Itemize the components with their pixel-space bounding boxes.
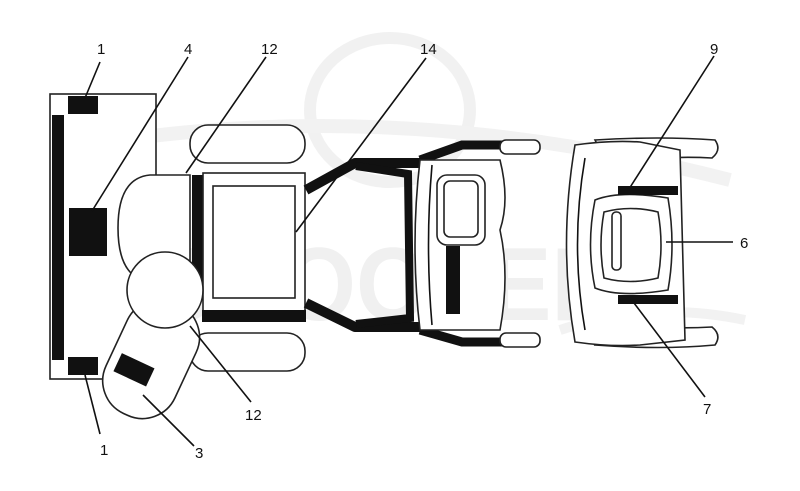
frame-end-top: [499, 139, 541, 155]
callout-14: 14: [420, 41, 437, 58]
callouts: 1 4 12 14 9 6 7 12 1 3: [97, 41, 748, 462]
swing-marker: [113, 353, 155, 387]
rear-wheel-bottom: [189, 332, 306, 372]
marker-bottom: [68, 357, 98, 375]
callout-1-bottom: 1: [100, 442, 108, 459]
deck-bottom-band: [202, 310, 306, 322]
deck-inner: [212, 185, 296, 299]
callout-12-bottom: 12: [245, 407, 262, 424]
swing-module: [101, 298, 201, 420]
dash-panel-inner: [443, 180, 479, 238]
callout-12-top: 12: [261, 41, 278, 58]
fairing-inner-contour: [576, 157, 586, 331]
lens-slot: [611, 211, 622, 271]
callout-1-top: 1: [97, 41, 105, 58]
frame-end-bottom: [499, 332, 541, 348]
bumper-edge-strip: [52, 115, 64, 360]
watermark-ring: [304, 32, 476, 188]
callout-4: 4: [184, 41, 192, 58]
callout-9: 9: [710, 41, 718, 58]
display-strip: [446, 246, 460, 314]
front-fairing: [565, 137, 719, 349]
lens: [600, 207, 662, 283]
front-body-rib: [427, 164, 433, 326]
rear-marker: [69, 208, 107, 256]
pivot-disc: [126, 251, 204, 329]
trim-top: [618, 186, 678, 195]
callout-7: 7: [703, 401, 711, 418]
marker-top: [68, 96, 98, 114]
callout-3: 3: [195, 445, 203, 462]
callout-6: 6: [740, 235, 748, 252]
rear-wheel-top: [189, 124, 306, 164]
frame: [303, 140, 502, 347]
leader-lines: [84, 55, 733, 447]
trim-bottom: [618, 295, 678, 304]
